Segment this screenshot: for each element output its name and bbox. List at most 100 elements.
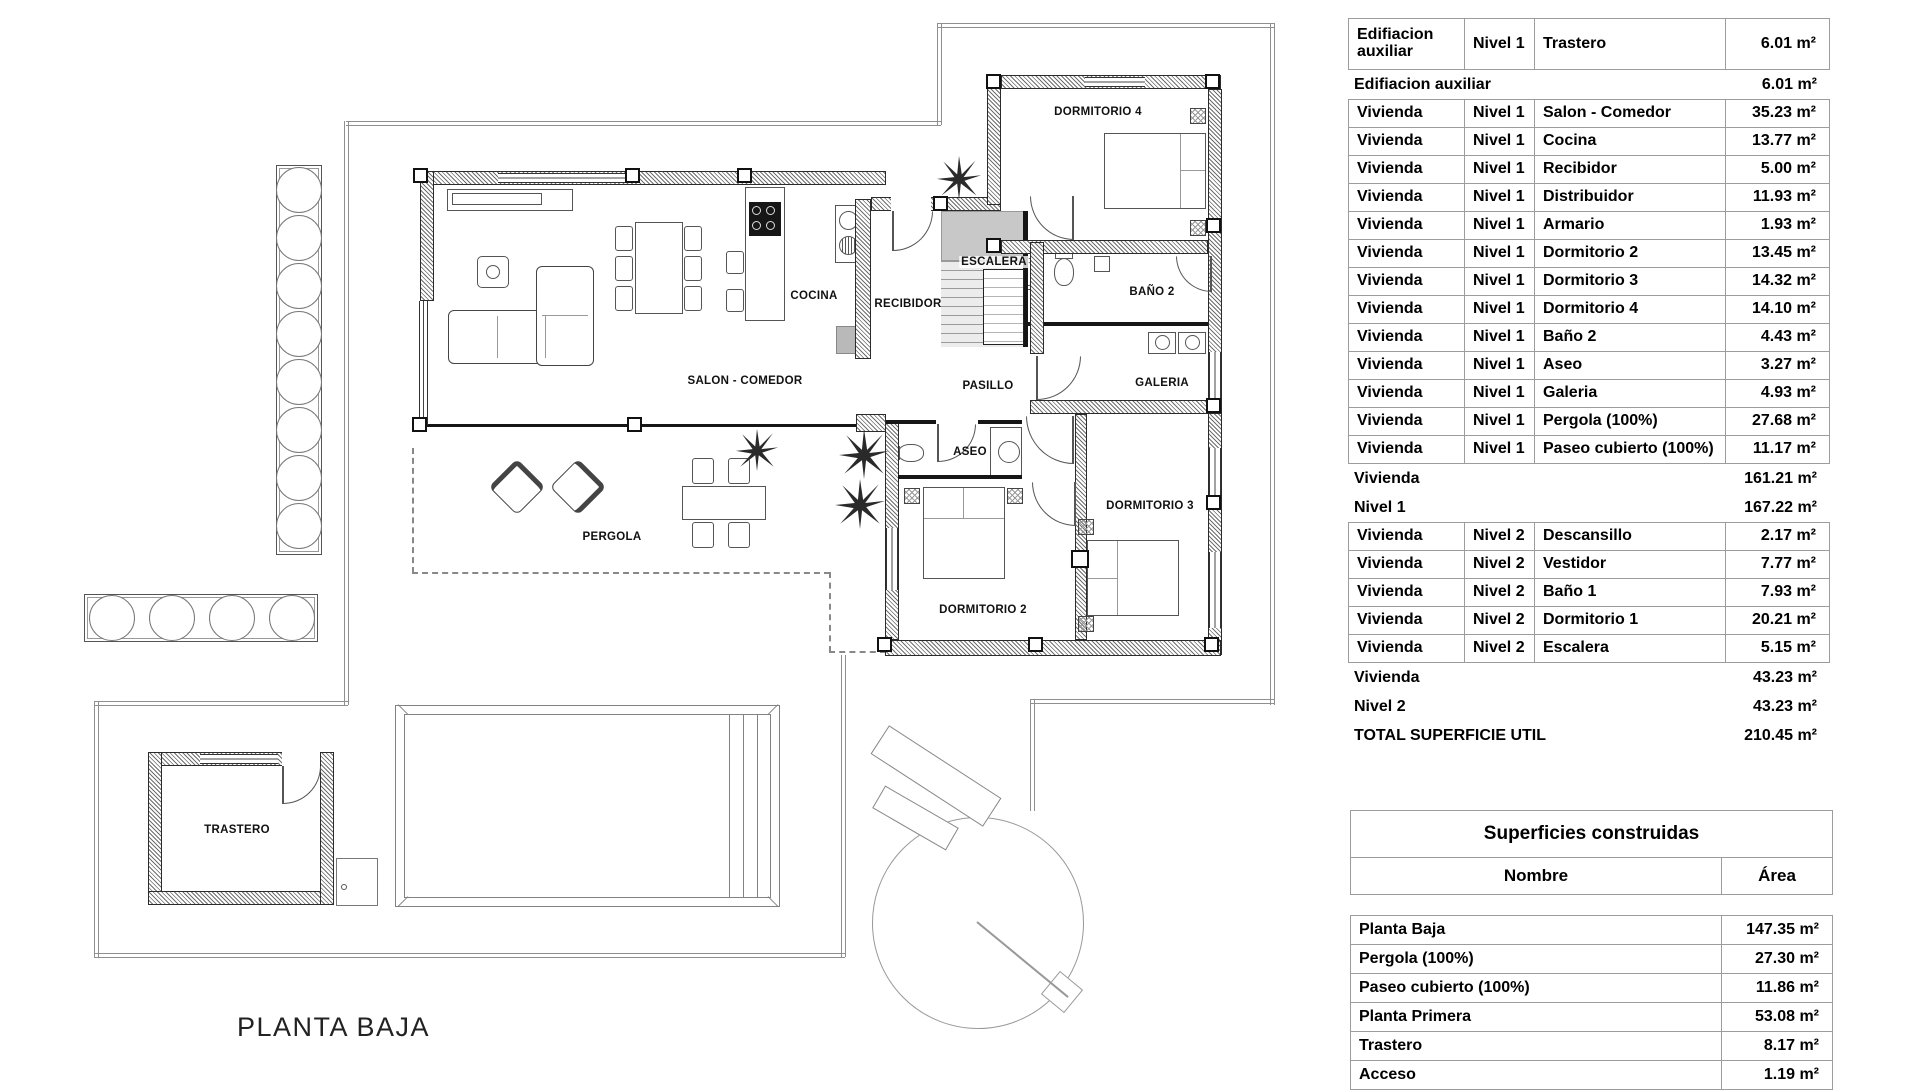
leaf [282,766,284,804]
wall [855,199,871,359]
door-arc [1176,256,1212,292]
subtotal-label: Vivienda [1354,668,1420,686]
area-cell-room: Descansillo [1534,523,1725,550]
boundary [937,23,1274,28]
subtotal-label: Edifiacion auxiliar [1354,75,1491,93]
nightstand [904,488,920,504]
dining-chair [684,286,702,311]
dining-chair [615,256,633,281]
area-cell-room: Distribuidor [1534,184,1725,211]
planter-strip [84,594,318,642]
boundary [94,701,348,706]
boundary [937,23,942,125]
area-cell-lvl: Nivel 1 [1464,212,1534,239]
subtotal-label: Nivel 2 [1354,697,1406,715]
area-cell-lvl: Nivel 2 [1464,607,1534,634]
built-row: Paseo cubierto (100%)11.86 m² [1350,973,1833,1003]
built-row: Pergola (100%)27.30 m² [1350,944,1833,974]
gline [924,518,1004,519]
window [1209,448,1221,508]
leaf [892,211,894,251]
armchair [549,458,607,516]
area-cell-cat: Vivienda [1357,132,1423,150]
area-cell-lvl: Nivel 1 [1464,436,1534,463]
room-label-dormitorio-4: DORMITORIO 4 [1054,106,1142,118]
area-cell-area: 7.93 m² [1725,579,1829,606]
area-cell-lvl: Nivel 1 [1464,19,1534,69]
tree [269,595,315,641]
tv-unit-inner [452,193,542,205]
built-cell-area: 147.35 m² [1721,916,1832,944]
area-cell-cat: Vivienda [1357,272,1423,290]
column [1206,495,1221,510]
plant-icon [839,429,889,479]
burner [752,221,761,230]
tree [276,263,322,309]
area-cell-lvl: Nivel 1 [1464,296,1534,323]
built-cell-name: Planta Primera [1359,1008,1472,1025]
area-cell-lvl: Nivel 1 [1464,156,1534,183]
pergola-outline [829,651,886,653]
boundary [94,701,99,957]
wall [320,752,334,905]
area-cell-cat: Vivienda [1357,611,1423,629]
built-table-header: Nombre Área [1350,858,1833,895]
utility-box [336,858,378,906]
dining-chair [615,286,633,311]
pool-steps [757,714,758,898]
outdoor-chair [692,458,714,484]
pergola-outline [412,572,830,574]
built-cell-name: Trastero [1359,1037,1423,1054]
area-cell-area: 7.77 m² [1725,551,1829,578]
outdoor-table [682,486,766,520]
leaf [937,424,939,462]
window [1209,552,1221,628]
column [877,637,892,652]
room-label-pergola: PERGOLA [582,531,642,543]
wall [1001,322,1208,326]
area-cell-room: Vestidor [1534,551,1725,578]
wall [420,171,434,301]
toilet [1054,258,1074,286]
column [933,196,948,211]
room-label-salon-comedor: SALON - COMEDOR [687,375,803,387]
area-cell-lvl: Nivel 2 [1464,551,1534,578]
area-cell-lvl: Nivel 1 [1464,240,1534,267]
room-label-galeria: GALERIA [1135,377,1189,389]
area-cell-room: Pergola (100%) [1534,408,1725,435]
gline [1117,541,1118,615]
tree [276,503,322,549]
pool-steps [729,714,730,898]
window [886,528,898,590]
area-cell-area: 14.32 m² [1725,268,1829,295]
wall [420,424,886,427]
area-cell-cat: Vivienda [1357,527,1423,545]
subtotal-area: 161.21 m² [1744,469,1817,487]
area-cell-area: 4.43 m² [1725,324,1829,351]
area-cell-cat: Vivienda [1357,328,1423,346]
area-cell-area: 11.93 m² [1725,184,1829,211]
shape [936,418,978,426]
tree [209,595,255,641]
wall [885,640,1221,656]
column [1206,398,1221,413]
outdoor-chair [728,522,750,548]
column [412,417,427,432]
gline [1088,578,1117,579]
boundary [1030,699,1035,811]
area-cell-area: 27.68 m² [1725,408,1829,435]
room-label-trastero: TRASTERO [204,824,270,836]
column [1205,74,1220,89]
window [419,301,428,425]
shape [282,750,320,766]
leaf [1036,356,1038,400]
